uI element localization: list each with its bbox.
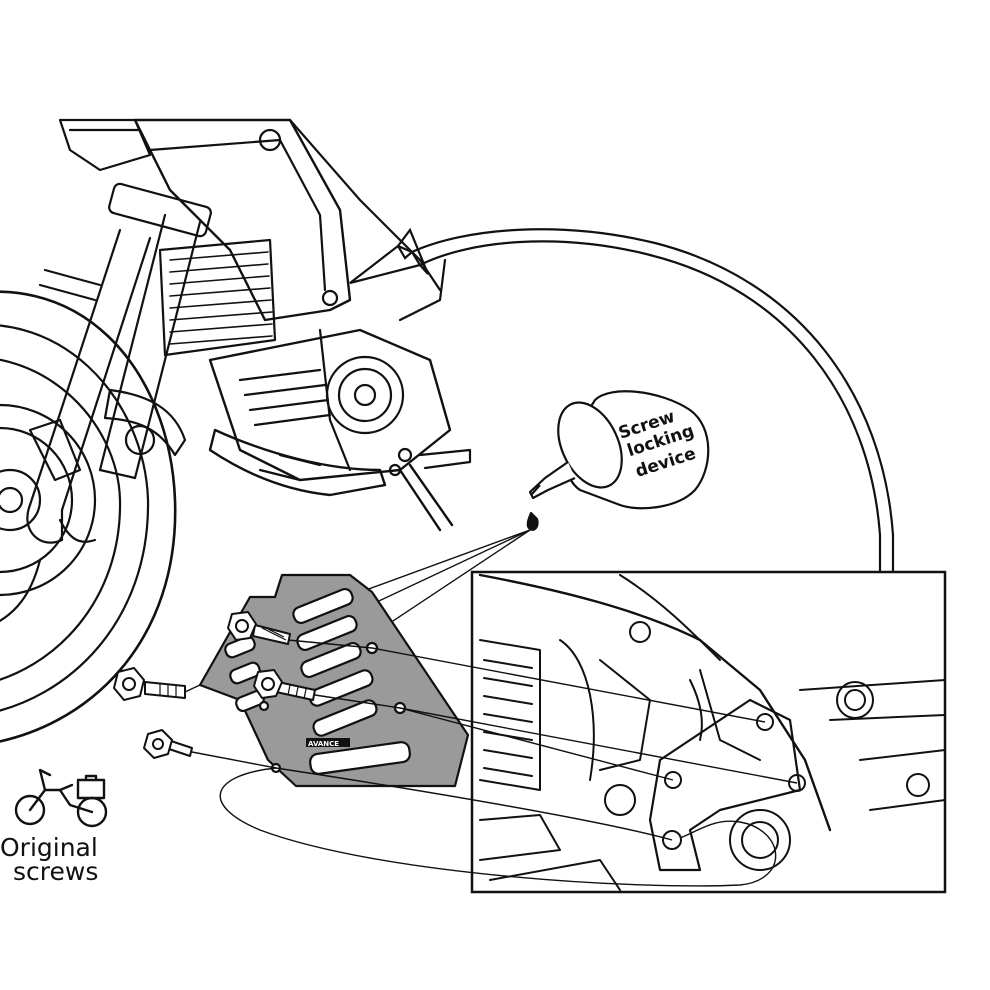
inset-bracket	[648, 698, 802, 872]
motorcycle-with-toolbox-icon	[14, 768, 108, 828]
screw-1	[227, 611, 291, 645]
screws	[113, 611, 316, 759]
detail-inset	[470, 570, 947, 894]
front-wheel	[0, 290, 177, 743]
screw-4	[143, 729, 193, 759]
front-fender	[103, 388, 187, 457]
skid-plate	[208, 428, 387, 497]
screw-3	[253, 669, 316, 701]
screw-2	[113, 667, 186, 701]
legend-original: Original	[0, 833, 98, 862]
front-fork	[26, 182, 212, 544]
motorcycle-illustration	[0, 118, 472, 743]
radiator-grille	[158, 238, 277, 357]
protection-plate	[198, 573, 470, 788]
plate-logo: AVANCE	[308, 740, 339, 748]
radiator-shroud	[58, 118, 442, 322]
engine	[208, 258, 452, 482]
alignment-lines	[191, 639, 798, 887]
location-arrow	[349, 227, 895, 572]
screw-locking-bottle	[526, 390, 710, 531]
legend-screws: screws	[13, 857, 98, 886]
